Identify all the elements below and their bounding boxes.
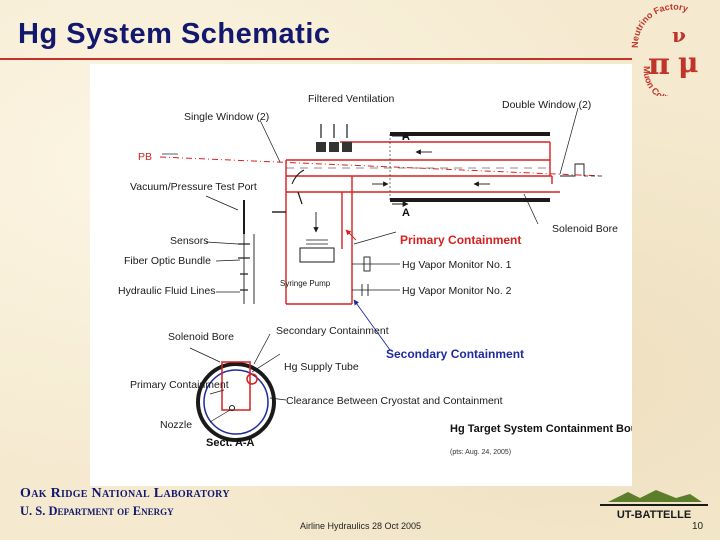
containment-channels bbox=[159, 132, 605, 305]
section-aa-view bbox=[196, 361, 276, 442]
ut-battelle-logo: UT-BATTELLE bbox=[600, 490, 708, 521]
slide-title: Hg System Schematic bbox=[18, 18, 331, 50]
label-secondary-blue: Secondary Containment bbox=[386, 347, 524, 361]
hg-system-diagram: Filtered Ventilation Single Window (2) D… bbox=[90, 64, 632, 486]
label-hydraulic: Hydraulic Fluid Lines bbox=[118, 285, 215, 297]
schematic-drawing: Filtered Ventilation Single Window (2) D… bbox=[118, 93, 632, 456]
label-sensors: Sensors bbox=[170, 235, 209, 247]
leader-lines bbox=[162, 107, 579, 423]
label-date-note: (pts: Aug. 24, 2005) bbox=[450, 449, 511, 456]
label-fiber-optic: Fiber Optic Bundle bbox=[124, 255, 211, 267]
label-clearance: Clearance Between Cryostat and Containme… bbox=[286, 395, 503, 407]
page-number: 10 bbox=[692, 521, 704, 532]
label-vacuum-pressure: Vacuum/Pressure Test Port bbox=[130, 181, 257, 193]
label-hg-vapor-1: Hg Vapor Monitor No. 1 bbox=[402, 259, 512, 271]
flow-arrows bbox=[313, 149, 490, 233]
label-hg-supply: Hg Supply Tube bbox=[284, 361, 359, 373]
neutrino-factory-logo: Neutrino Factory Muon Collider ν π μ bbox=[630, 4, 699, 96]
label-section-a-bottom: A bbox=[402, 207, 410, 219]
label-target-boundaries: Hg Target System Containment Boundaries bbox=[450, 423, 632, 435]
label-primary-containment-red: Primary Containment bbox=[400, 233, 521, 247]
title-divider bbox=[0, 58, 632, 60]
label-pb: PB bbox=[138, 151, 152, 163]
label-section-a-top: A bbox=[402, 131, 410, 143]
label-nozzle: Nozzle bbox=[160, 419, 192, 431]
label-single-window: Single Window (2) bbox=[184, 111, 269, 123]
ut-battelle-text: UT-BATTELLE bbox=[617, 509, 691, 521]
nu-symbol: ν bbox=[672, 23, 686, 47]
ventilation-filters bbox=[316, 124, 352, 152]
label-hg-vapor-2: Hg Vapor Monitor No. 2 bbox=[402, 285, 512, 297]
label-secondary-small: Secondary Containment bbox=[276, 325, 389, 337]
label-filtered: Filtered Ventilation bbox=[308, 93, 395, 105]
label-syringe-pump: Syringe Pump bbox=[280, 279, 331, 288]
label-solenoid-bore-left: Solenoid Bore bbox=[168, 331, 234, 343]
org-department: U. S. Department of Energy bbox=[20, 504, 174, 518]
label-primary-left: Primary Containment bbox=[130, 379, 229, 391]
pi-symbol: π bbox=[648, 47, 670, 82]
service-lines bbox=[238, 234, 255, 304]
label-sect-aa: Sect. A-A bbox=[206, 437, 255, 449]
footer-center-text: Airline Hydraulics 28 Oct 2005 bbox=[300, 521, 422, 531]
label-double-window: Double Window (2) bbox=[502, 99, 591, 111]
org-name: Oak Ridge National Laboratory bbox=[20, 486, 230, 501]
mu-symbol: μ bbox=[678, 46, 699, 79]
label-solenoid-bore-right: Solenoid Bore bbox=[552, 223, 618, 235]
